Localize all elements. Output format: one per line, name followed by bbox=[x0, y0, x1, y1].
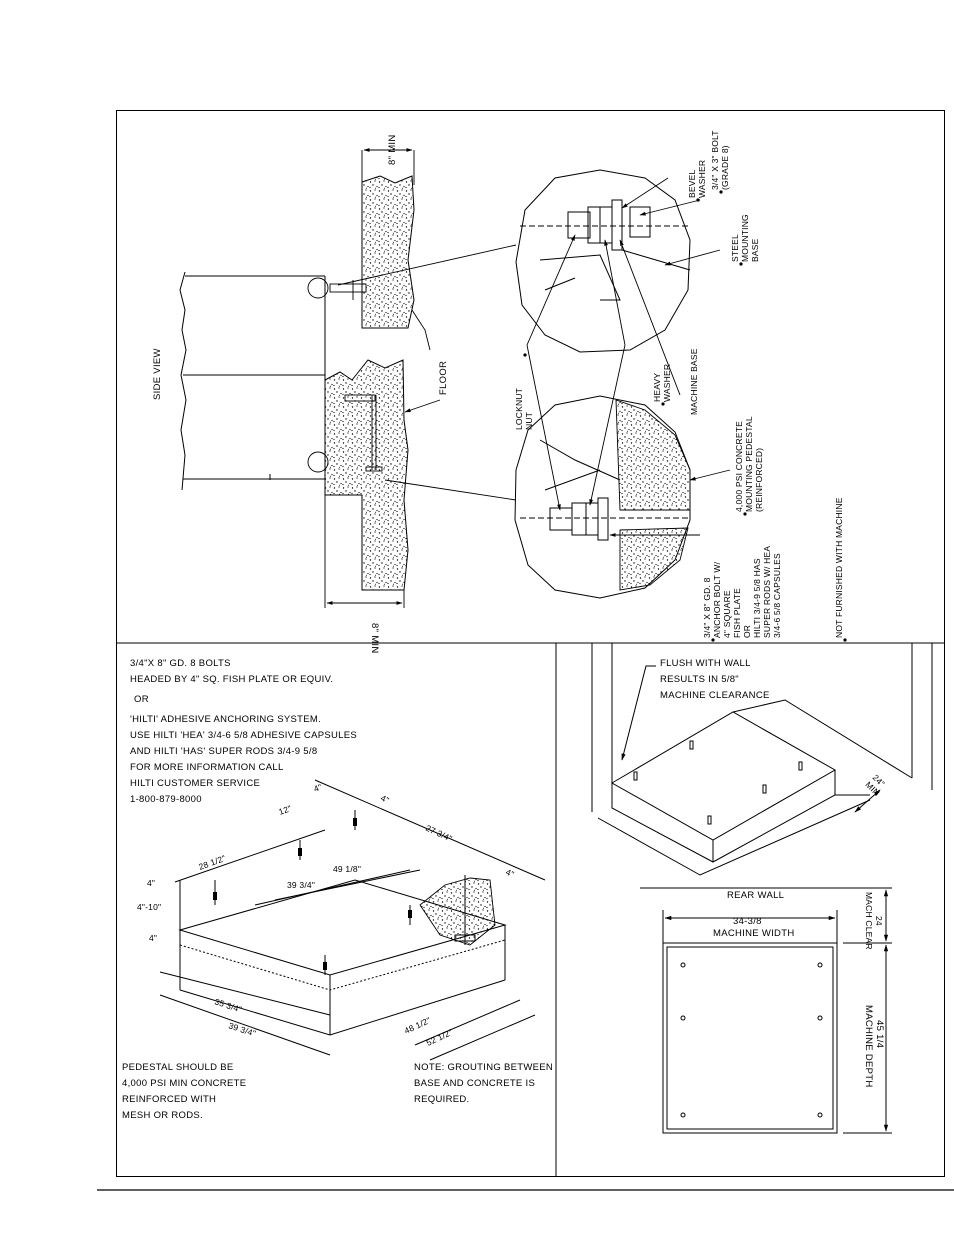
steel-base-label-1: STEEL bbox=[730, 234, 740, 262]
note-line-7: FOR MORE INFORMATION CALL bbox=[130, 762, 284, 773]
depth-dim: 45 1/4 bbox=[874, 1020, 885, 1048]
anchor-label-6: HILTI 3/4-9 5/8 HAS bbox=[752, 558, 762, 638]
notes-bottom-right: NOTE: GROUTING BETWEEN BASE AND CONCRETE… bbox=[414, 1062, 553, 1105]
bolt-label-2: (GRADE 8) bbox=[720, 145, 730, 190]
locknut-label-1: LOCKNUT bbox=[514, 388, 524, 430]
dim-4-10: 4"-10" bbox=[137, 902, 161, 912]
flush-note-2: RESULTS IN 5/8" bbox=[660, 674, 739, 685]
steel-base-label-3: BASE bbox=[750, 238, 760, 262]
isometric-pedestal: 4" 4" 12" 27 3/4" 28 1/2" 49 1/8" 39 3/4… bbox=[137, 779, 546, 1061]
anchor-label-5: OR bbox=[742, 625, 752, 638]
dim-4-d: 4" bbox=[147, 878, 155, 888]
dim-48-1-2: 48 1/2" bbox=[403, 1015, 433, 1036]
flush-note-1: FLUSH WITH WALL bbox=[660, 658, 751, 669]
note-line-3: OR bbox=[134, 694, 149, 705]
pedestal-label-3: (REINFORCED) bbox=[754, 448, 764, 512]
dim-4-a: 4" bbox=[312, 782, 323, 794]
note-line-6: AND HILTI 'HAS' SUPER RODS 3/4-9 5/8 bbox=[130, 746, 317, 757]
grout-note-3: REQUIRED. bbox=[414, 1094, 469, 1105]
dim-8-min-top: 8" MIN bbox=[387, 134, 398, 165]
notes-top: 3/4"X 8" GD. 8 BOLTS HEADED BY 4" SQ. FI… bbox=[130, 658, 357, 805]
grout-note-2: BASE AND CONCRETE IS bbox=[414, 1078, 535, 1089]
notes-bottom-left: PEDESTAL SHOULD BE 4,000 PSI MIN CONCRET… bbox=[122, 1062, 246, 1121]
grout-note-1: NOTE: GROUTING BETWEEN bbox=[414, 1062, 553, 1073]
clear-label: MACH CLEAR bbox=[864, 892, 874, 950]
dim-35-3-4: 35 3/4" bbox=[213, 996, 243, 1014]
detail-circle-upper bbox=[515, 169, 691, 353]
floor-label: FLOOR bbox=[438, 361, 449, 395]
dim-27-3-4: 27 3/4" bbox=[424, 823, 454, 844]
note-line-2: HEADED BY 4" SQ. FISH PLATE OR EQUIV. bbox=[130, 674, 333, 685]
dim-4-e: 4" bbox=[149, 933, 157, 943]
anchor-label-7: SUPER RODS W/ HEA bbox=[762, 546, 772, 638]
side-view-section: SIDE VIEW 8" MIN 8" MIN FLOOR bbox=[152, 134, 517, 654]
drawing-frame bbox=[97, 110, 954, 1191]
side-view-title: SIDE VIEW bbox=[152, 348, 163, 400]
note-line-9: 1-800-879-8000 bbox=[130, 794, 202, 805]
width-label: MACHINE WIDTH bbox=[713, 928, 794, 939]
not-furnished-label: NOT FURNISHED WITH MACHINE bbox=[834, 497, 844, 638]
pedestal-note-4: MESH OR RODS. bbox=[122, 1110, 203, 1121]
dim-4-b: 4" bbox=[379, 793, 391, 806]
pedestal-label-2: MOUNTING PEDESTAL bbox=[744, 416, 754, 512]
depth-label: MACHINE DEPTH bbox=[863, 1005, 874, 1088]
bevel-washer-label-2: WASHER bbox=[697, 160, 707, 198]
note-line-1: 3/4"X 8" GD. 8 BOLTS bbox=[130, 658, 231, 669]
bevel-washer-label-1: BEVEL bbox=[687, 170, 697, 198]
anchor-label-8: 3/4-6 5/8 CAPSULES bbox=[772, 553, 782, 638]
dim-49-1-8: 49 1/8" bbox=[333, 864, 361, 874]
width-dim: 34-3/8 bbox=[733, 916, 762, 927]
anchor-label-2: ANCHOR BOLT W/ bbox=[712, 561, 722, 638]
steel-base-label-2: MOUNTING bbox=[740, 214, 750, 262]
note-line-4: 'HILTI' ADHESIVE ANCHORING SYSTEM. bbox=[130, 714, 321, 725]
locknut-label-2: NUT bbox=[524, 412, 534, 430]
note-line-8: HILTI CUSTOMER SERVICE bbox=[130, 778, 260, 789]
detail-circle-lower bbox=[514, 395, 691, 599]
dim-4-c: 4" bbox=[504, 867, 516, 880]
dim-52-1-2: 52 1/2" bbox=[425, 1027, 455, 1048]
clear-dim: 24 bbox=[874, 916, 884, 926]
pedestal-label-1: 4,000 PSI CONCRETE bbox=[734, 421, 744, 512]
heavy-washer-label-1: HEAVY bbox=[652, 373, 662, 402]
pedestal-note-3: REINFORCED WITH bbox=[122, 1094, 216, 1105]
bolt-label-1: 3/4" X 3" BOLT bbox=[710, 130, 720, 190]
flush-note-3: MACHINE CLEARANCE bbox=[660, 690, 770, 701]
placement-labels: FLUSH WITH WALL RESULTS IN 5/8" MACHINE … bbox=[660, 658, 887, 1088]
dim-12: 12" bbox=[277, 803, 293, 817]
pedestal-note-1: PEDESTAL SHOULD BE bbox=[122, 1062, 234, 1073]
pedestal-note-2: 4,000 PSI MIN CONCRETE bbox=[122, 1078, 246, 1089]
heavy-washer-label-2: WASHER bbox=[662, 364, 672, 402]
dim-39-3-4-bottom: 39 3/4" bbox=[227, 1020, 257, 1038]
rear-wall-label: REAR WALL bbox=[727, 890, 784, 901]
anchor-label-1: 3/4" X 8" GD. 8 bbox=[702, 577, 712, 638]
machine-base-label: MACHINE BASE bbox=[689, 348, 699, 415]
detail-labels: BEVEL WASHER 3/4" X 3" BOLT (GRADE 8) ST… bbox=[514, 130, 847, 642]
dim-8-min-bottom: 8" MIN bbox=[369, 623, 380, 654]
note-line-5: USE HILTI 'HEA' 3/4-6 5/8 ADHESIVE CAPSU… bbox=[130, 730, 357, 741]
anchor-label-4: FISH PLATE bbox=[732, 588, 742, 638]
dim-39-3-4-top: 39 3/4" bbox=[287, 880, 315, 890]
anchor-label-3: 4" SQUARE bbox=[722, 590, 732, 638]
wall-placement-view bbox=[591, 643, 933, 1134]
